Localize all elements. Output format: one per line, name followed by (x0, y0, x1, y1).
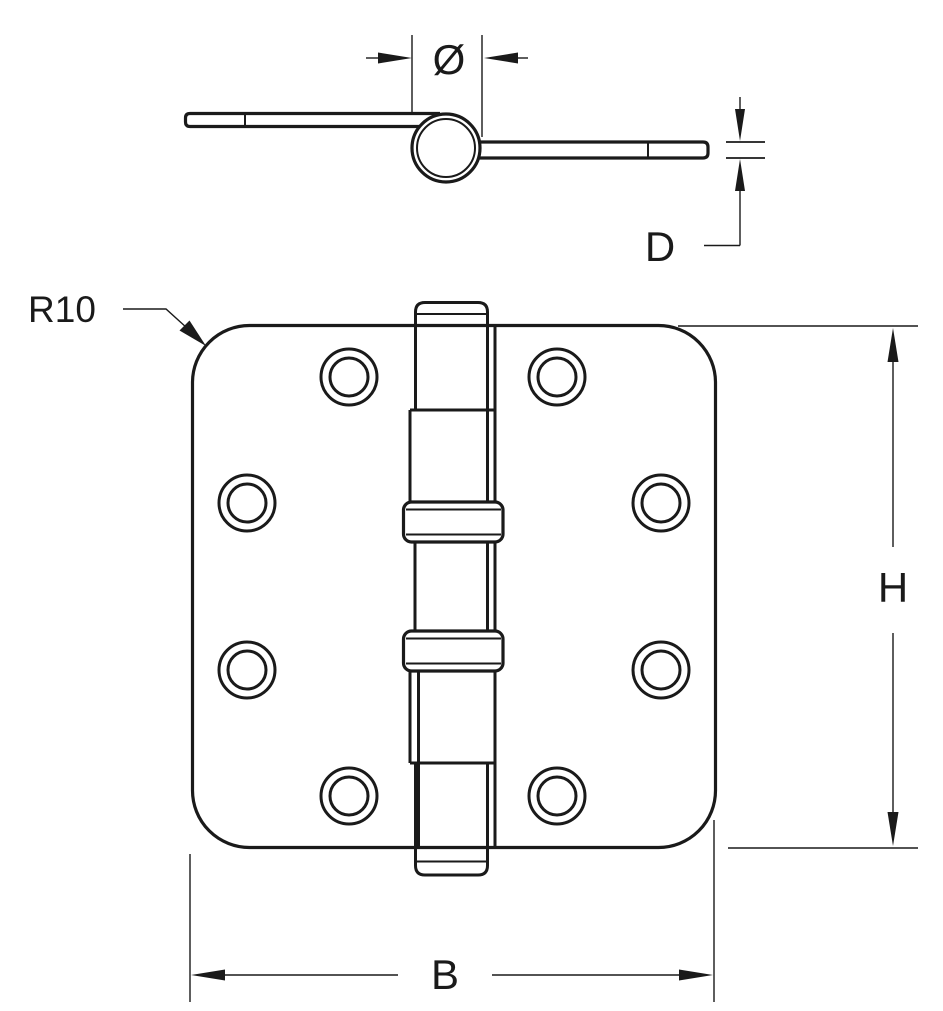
screw-hole (217, 473, 277, 533)
corner-radius-arrowhead (179, 320, 206, 346)
bearing-collar-lower (401, 629, 505, 673)
hinge-plate (190, 323, 718, 850)
screw-hole (527, 766, 587, 826)
right-leaf-profile (452, 140, 710, 160)
bearing-collar-upper (401, 500, 505, 544)
height-arrowhead-down (887, 812, 899, 846)
leaf-thickness-dimension: D (645, 97, 765, 270)
plate-height-label: H (878, 564, 908, 611)
hinge-barrel (401, 301, 505, 877)
corner-radius-label: R10 (28, 289, 96, 330)
knuckle-circle-outer (410, 112, 482, 184)
screw-hole (319, 347, 379, 407)
screw-hole (631, 473, 691, 533)
screw-hole (527, 347, 587, 407)
diameter-arrowhead-left (378, 52, 412, 64)
height-arrowhead-up (887, 328, 899, 362)
screw-hole (631, 640, 691, 700)
plate-width-dimension: B (189, 820, 715, 1002)
left-leaf-profile (183, 111, 440, 129)
screw-hole (319, 766, 379, 826)
plate-width-label: B (431, 951, 459, 998)
top-view-profile: Ø D (183, 35, 765, 270)
pin-diameter-dimension: Ø (366, 35, 528, 137)
knuckle-circle-inner (416, 118, 476, 178)
thickness-arrowhead-up (735, 159, 745, 191)
pin-cap-bottom (414, 763, 489, 877)
diameter-arrowhead-right (484, 52, 518, 64)
corner-radius-callout: R10 (28, 289, 206, 346)
front-view: R10 H B (28, 289, 918, 1002)
width-arrowhead-left (191, 969, 225, 981)
thickness-arrowhead-down (735, 109, 745, 141)
screw-holes (217, 347, 691, 826)
width-arrowhead-right (679, 969, 713, 981)
corner-radius-leader (123, 308, 188, 329)
plate-height-dimension: H (678, 325, 918, 849)
leaf-thickness-label: D (645, 223, 675, 270)
screw-hole (217, 640, 277, 700)
pin-cap-top (414, 301, 489, 410)
pin-diameter-label: Ø (433, 36, 466, 83)
